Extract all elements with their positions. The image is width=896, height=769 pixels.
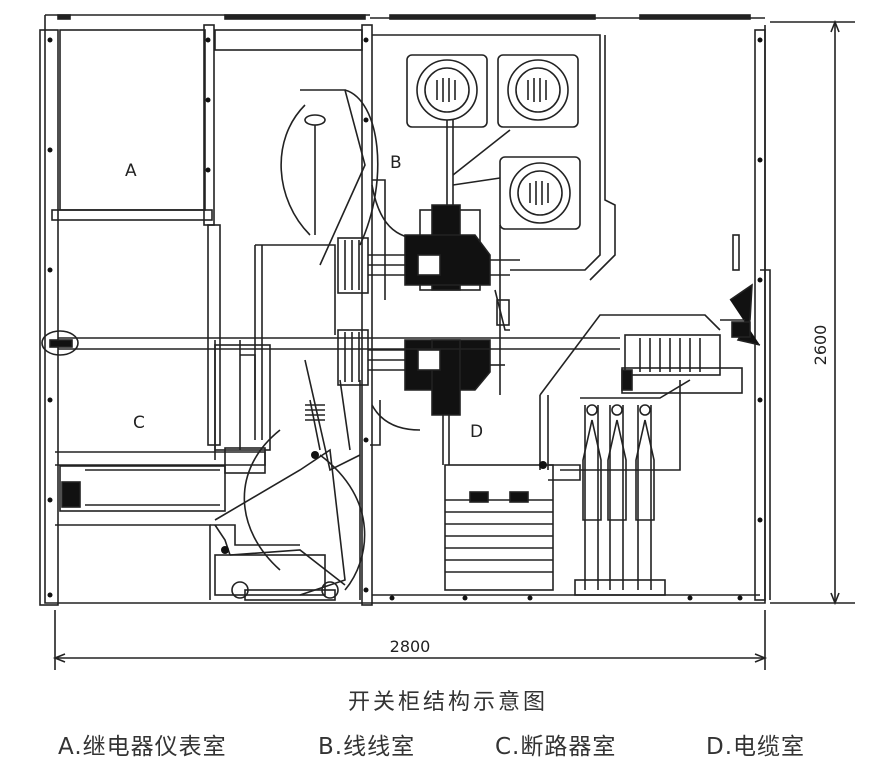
room-label-d: D <box>470 422 483 442</box>
circuit-breaker <box>41 204 620 600</box>
room-label-a: A <box>125 161 137 181</box>
legend-item-d: D.电缆室 <box>706 734 806 760</box>
breaker-room <box>55 359 366 601</box>
cabinet-frame <box>39 14 771 606</box>
legend-item-a: A.继电器仪表室 <box>58 734 227 760</box>
caption-title: 开关柜结构示意图 <box>347 690 548 715</box>
legend-item-b: B.线线室 <box>318 734 416 760</box>
legend-item-c: C.断路器室 <box>495 734 617 760</box>
dimension-lines <box>52 19 855 670</box>
room-label-b: B <box>390 153 402 173</box>
cable-room <box>444 234 761 596</box>
busbar-room <box>280 34 616 300</box>
mounting-bolts <box>47 37 763 601</box>
dimension-height: 2600 <box>811 325 830 366</box>
switchgear-structure-diagram: A B C D 2600 2800 <box>39 14 855 670</box>
room-label-c: C <box>133 413 145 433</box>
dimension-width: 2800 <box>390 637 431 656</box>
